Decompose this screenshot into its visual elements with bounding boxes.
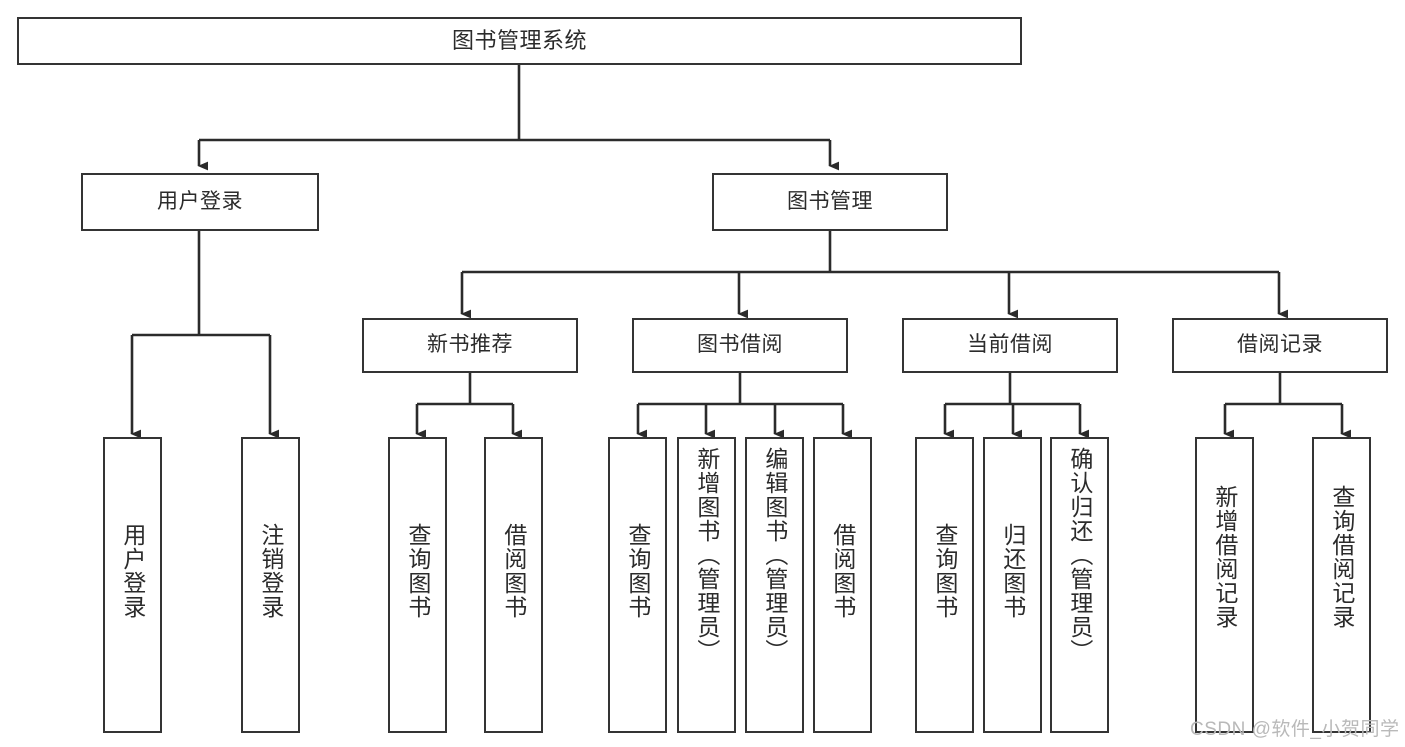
leaf-book-borrow-borrow-book[interactable]: 借阅图书 bbox=[813, 437, 872, 733]
node-label: 图书管理 bbox=[787, 189, 873, 213]
node-label: 查询借阅记录 bbox=[1328, 485, 1355, 629]
leaf-current-borrow-confirm-return-admin[interactable]: 确认归还（管理员） bbox=[1050, 437, 1109, 733]
leaf-book-borrow-query-book[interactable]: 查询图书 bbox=[608, 437, 667, 733]
leaf-user-login-signout[interactable]: 注销登录 bbox=[241, 437, 300, 733]
node-label: 图书借阅 bbox=[697, 333, 783, 357]
leaf-new-book-query-book[interactable]: 查询图书 bbox=[388, 437, 447, 733]
node-label: 查询图书 bbox=[931, 523, 958, 619]
leaf-book-borrow-edit-book-admin[interactable]: 编辑图书（管理员） bbox=[745, 437, 804, 733]
csdn-watermark: CSDN @软件_小贺同学 bbox=[1190, 719, 1400, 740]
leaf-borrow-record-add-record[interactable]: 新增借阅记录 bbox=[1195, 437, 1254, 733]
node-label: 用户登录 bbox=[157, 189, 243, 213]
node-label: 当前借阅 bbox=[967, 333, 1053, 357]
node-label: 查询图书 bbox=[404, 523, 431, 619]
node-book-management[interactable]: 图书管理 bbox=[712, 173, 948, 231]
node-label: 新增图书（管理员） bbox=[693, 447, 720, 663]
node-label: 借阅图书 bbox=[500, 523, 527, 619]
node-user-login[interactable]: 用户登录 bbox=[81, 173, 319, 231]
node-label: 图书管理系统 bbox=[451, 28, 587, 54]
node-label: 借阅记录 bbox=[1237, 333, 1323, 357]
node-root-book-management-system[interactable]: 图书管理系统 bbox=[17, 17, 1022, 65]
node-book-borrow[interactable]: 图书借阅 bbox=[632, 318, 848, 373]
node-label: 编辑图书（管理员） bbox=[761, 447, 788, 663]
node-new-book-recommendation[interactable]: 新书推荐 bbox=[362, 318, 578, 373]
node-label: 确认归还（管理员） bbox=[1066, 447, 1093, 663]
leaf-borrow-record-query-record[interactable]: 查询借阅记录 bbox=[1312, 437, 1371, 733]
node-borrow-record[interactable]: 借阅记录 bbox=[1172, 318, 1388, 373]
node-label: 归还图书 bbox=[999, 523, 1026, 619]
node-label: 新书推荐 bbox=[427, 333, 513, 357]
node-label: 查询图书 bbox=[624, 523, 651, 619]
leaf-current-borrow-query-book[interactable]: 查询图书 bbox=[915, 437, 974, 733]
node-label: 用户登录 bbox=[119, 523, 146, 619]
node-current-borrow[interactable]: 当前借阅 bbox=[902, 318, 1118, 373]
node-label: 借阅图书 bbox=[829, 523, 856, 619]
node-label: 注销登录 bbox=[257, 523, 284, 619]
leaf-user-login-signin[interactable]: 用户登录 bbox=[103, 437, 162, 733]
node-label: 新增借阅记录 bbox=[1211, 485, 1238, 629]
leaf-new-book-borrow-book[interactable]: 借阅图书 bbox=[484, 437, 543, 733]
leaf-current-borrow-return-book[interactable]: 归还图书 bbox=[983, 437, 1042, 733]
leaf-book-borrow-add-book-admin[interactable]: 新增图书（管理员） bbox=[677, 437, 736, 733]
